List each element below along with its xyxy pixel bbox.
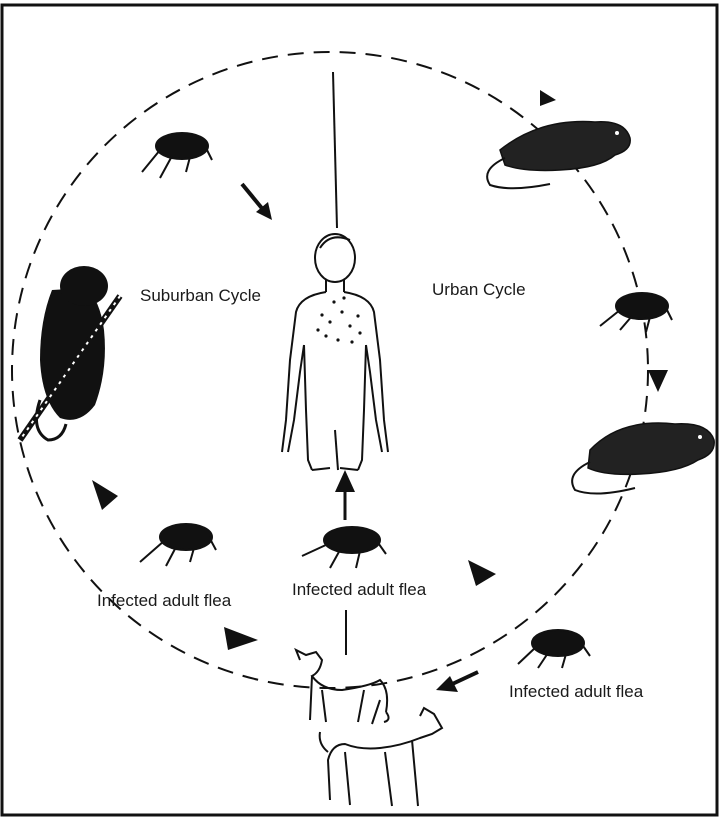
flea-icon-center xyxy=(302,527,386,568)
flea-icon-right xyxy=(600,293,672,332)
arrow-icon-up-center xyxy=(335,470,355,520)
rash-spots xyxy=(316,296,361,343)
flea-label-left: Infected adult flea xyxy=(97,592,231,609)
rat-icon-top xyxy=(487,122,630,189)
flea-icon-left xyxy=(140,524,216,566)
cat-icon xyxy=(296,650,389,724)
rat-icon-right xyxy=(572,423,714,494)
divider-top xyxy=(333,72,337,228)
arrow-icon-right-down xyxy=(648,370,668,392)
arrow-icon-left-upward xyxy=(92,480,118,510)
arrow-icon-bottom-left xyxy=(224,627,258,650)
flea-icon-top-left xyxy=(142,133,212,178)
flea-icon-bottom-right xyxy=(518,630,590,668)
dog-icon xyxy=(320,708,442,806)
human-figure-icon xyxy=(282,234,388,470)
flea-label-center: Infected adult flea xyxy=(292,581,426,598)
arrow-icon-top-right-arc xyxy=(540,90,556,106)
squirrel-icon xyxy=(20,266,120,440)
arrow-icon-top-left xyxy=(242,184,272,220)
urban-cycle-label: Urban Cycle xyxy=(432,281,526,298)
arrow-icon-center-right xyxy=(468,560,496,586)
suburban-cycle-label: Suburban Cycle xyxy=(140,287,261,304)
arrow-icon-bottom-right xyxy=(436,672,478,692)
flea-label-right: Infected adult flea xyxy=(509,683,643,700)
